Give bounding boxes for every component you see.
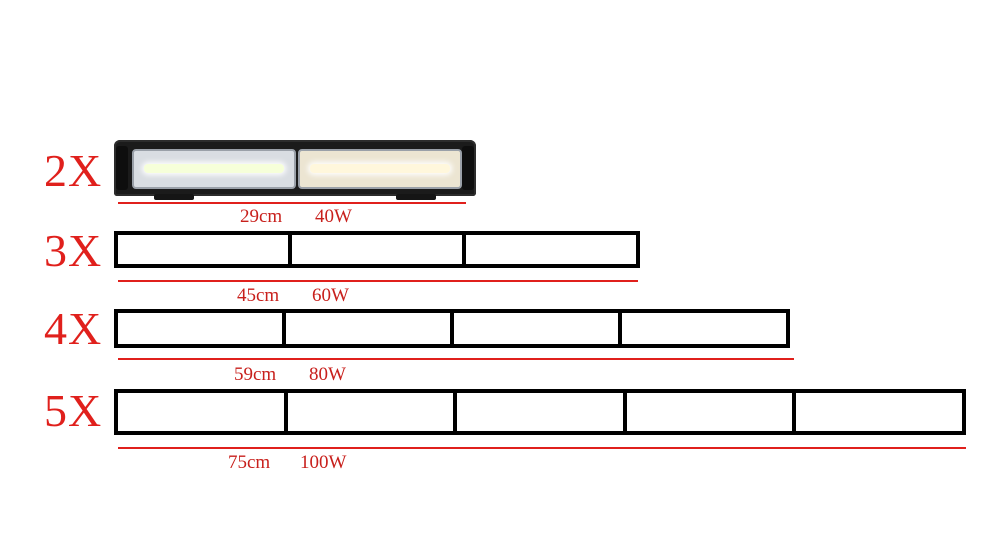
spec-length-5x: 75cm (228, 452, 271, 473)
module-segment (792, 393, 962, 431)
spec-power-2x: 40W (315, 206, 352, 227)
row-label-3x: 3X (44, 225, 103, 276)
module-segment (462, 235, 636, 264)
end-cap-left (116, 146, 128, 190)
module-segment (283, 393, 454, 431)
row-underline-2x (118, 202, 466, 204)
row-underline-4x (118, 358, 794, 360)
module-segment (118, 235, 288, 264)
module-segment (450, 313, 618, 344)
row-label-5x: 5X (44, 385, 103, 436)
module-segment (118, 393, 284, 431)
row-underline-3x (118, 280, 638, 282)
row-label-2x: 2X (44, 145, 103, 196)
bar-outline-4x (114, 309, 790, 348)
spec-power-4x: 80W (309, 364, 346, 385)
led-light-bar-image (114, 140, 476, 200)
bar-outline-3x (114, 231, 640, 268)
module-segment (622, 393, 793, 431)
spec-length-4x: 59cm (234, 364, 277, 385)
module-segment (282, 313, 450, 344)
led-lens-right (298, 149, 462, 189)
mount-foot (154, 194, 194, 200)
spec-power-3x: 60W (312, 285, 349, 306)
spec-length-2x: 29cm (240, 206, 283, 227)
end-cap-right (462, 146, 474, 190)
bar-outline-5x (114, 389, 966, 435)
cob-led-strip (144, 164, 284, 173)
module-segment (118, 313, 282, 344)
module-segment (618, 313, 786, 344)
row-underline-5x (118, 447, 966, 449)
module-segment (288, 235, 462, 264)
spec-power-5x: 100W (300, 452, 347, 473)
led-lens-left (132, 149, 296, 189)
cob-led-strip (310, 164, 450, 173)
mount-foot (396, 194, 436, 200)
spec-length-3x: 45cm (237, 285, 280, 306)
row-label-4x: 4X (44, 303, 103, 354)
module-segment (453, 393, 623, 431)
